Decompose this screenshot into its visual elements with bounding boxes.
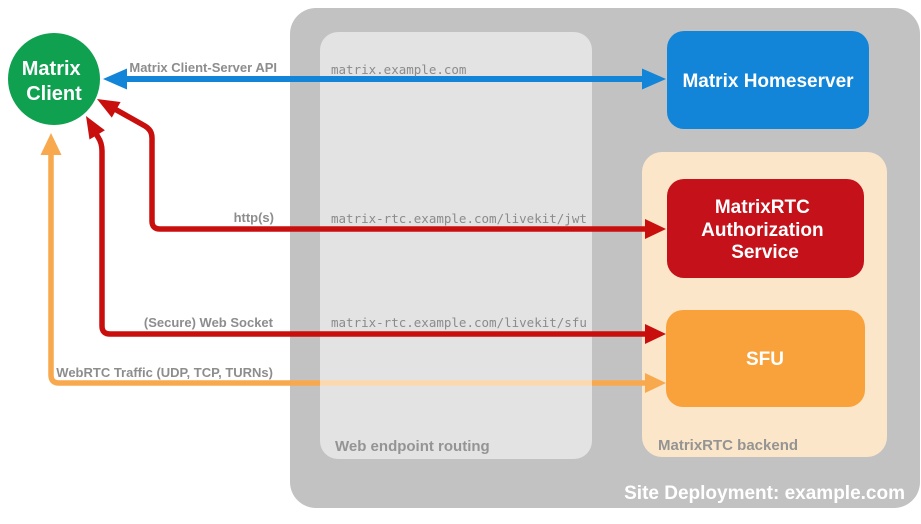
webrtc-traffic-edge: [48, 145, 650, 386]
client-server-api-edge-label: Matrix Client-Server API: [129, 60, 277, 75]
api-arrowhead-left-icon: [103, 68, 127, 90]
https-arrowhead-right-icon: [645, 219, 666, 239]
auth-service-label: MatrixRTC Authorization Service: [701, 197, 829, 263]
matrixrtc-backend-label: MatrixRTC backend: [658, 437, 798, 454]
auth-service-node: [667, 179, 864, 278]
websocket-edge-label: (Secure) Web Socket: [144, 315, 274, 330]
https-edge-label: http(s): [234, 210, 274, 225]
websocket-edge: [88, 123, 650, 337]
route-livekit-sfu: matrix-rtc.example.com/livekit/sfu: [331, 315, 587, 330]
webrtc-arrowhead-right-icon: [645, 373, 666, 393]
matrix-client-node: [8, 33, 100, 125]
webrtc-traffic-edge-label: WebRTC Traffic (UDP, TCP, TURNs): [56, 365, 273, 380]
websocket-arrowhead-client-icon: [86, 116, 105, 140]
route-livekit-jwt: matrix-rtc.example.com/livekit/jwt: [331, 211, 587, 226]
matrix-homeserver-label: Matrix Homeserver: [682, 71, 854, 92]
sfu-node: [666, 310, 865, 407]
sfu-label: SFU: [746, 349, 784, 370]
https-arrowhead-client-icon: [97, 99, 121, 118]
websocket-arrowhead-right-icon: [645, 324, 666, 344]
route-matrix-example-com: matrix.example.com: [331, 62, 466, 77]
web-endpoint-routing-container: [320, 32, 592, 459]
matrix-client-label: Matrix Client: [22, 58, 86, 105]
webrtc-arrowhead-up-icon: [40, 133, 62, 155]
https-edge: [102, 100, 650, 232]
matrix-homeserver-node: [667, 31, 869, 129]
site-deployment-label: Site Deployment: example.com: [624, 483, 905, 504]
web-endpoint-routing-label: Web endpoint routing: [335, 438, 490, 455]
api-arrowhead-right-icon: [642, 68, 666, 90]
